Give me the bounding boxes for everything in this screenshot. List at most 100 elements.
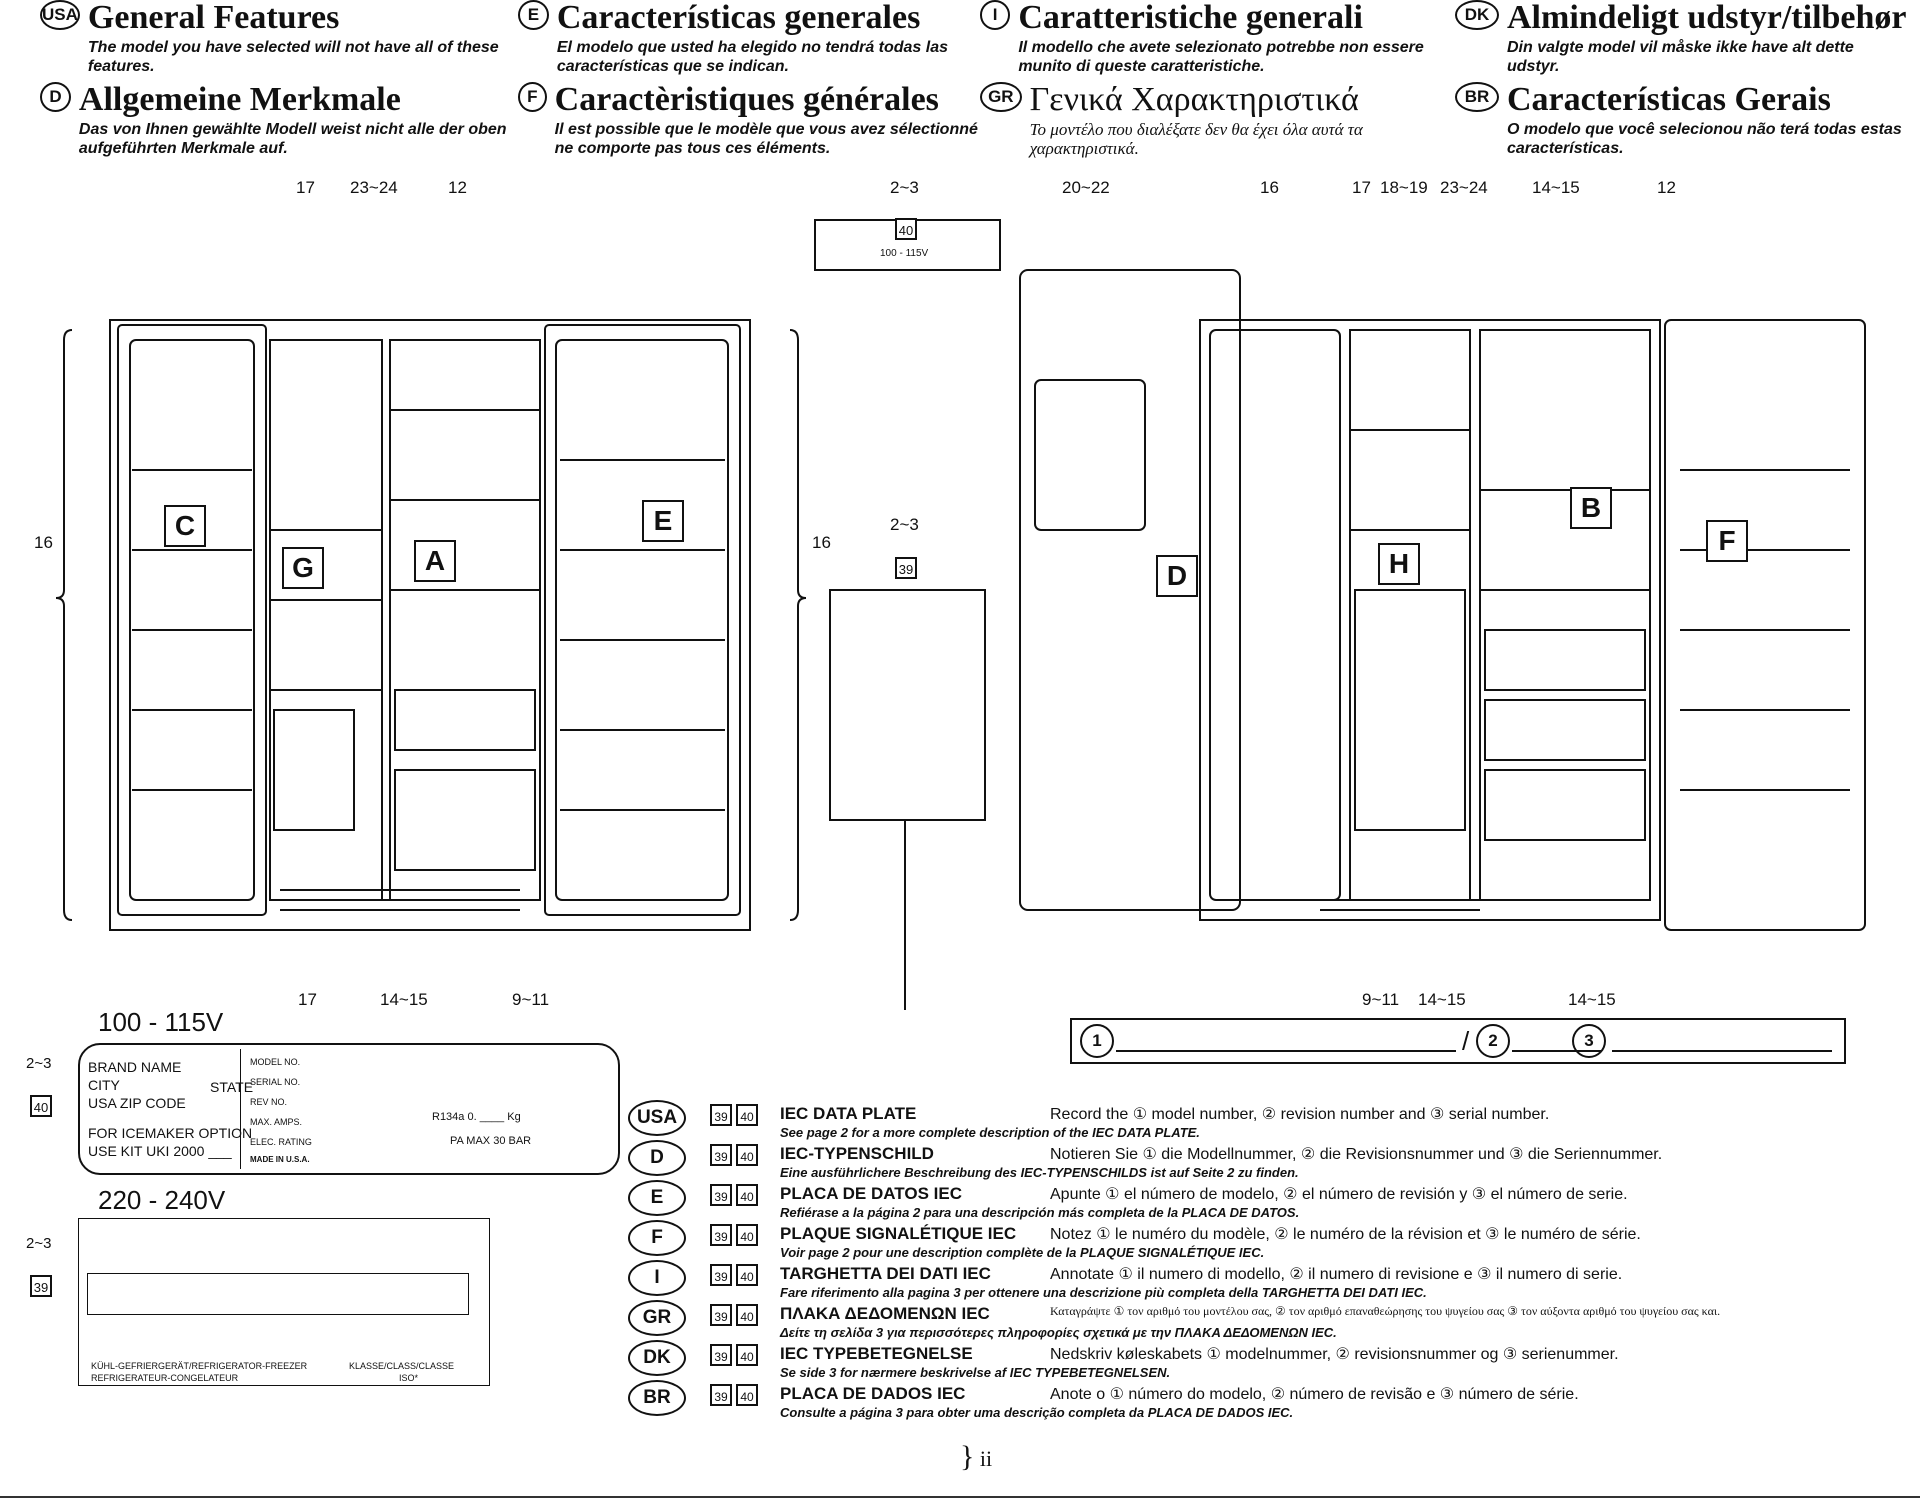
bottom-rule — [0, 1496, 1920, 1498]
group-label: 12 — [1657, 178, 1676, 197]
section-b: B — [1570, 487, 1612, 529]
section-e: E — [642, 500, 684, 542]
small-plate-voltage: 100 - 115V — [880, 248, 929, 259]
title-br: Características Gerais — [1507, 81, 1831, 118]
group-label: 14~15 — [380, 990, 428, 1009]
badge-usa: USA — [40, 0, 80, 30]
lang-instruction: Notieren Sie ① die Modellnummer, ② die R… — [1050, 1146, 1663, 1163]
fresh-food-interior — [389, 339, 541, 901]
lang-title: PLACA DE DATOS IEC — [780, 1184, 962, 1203]
header-i: I Caratteristiche generali Il modello ch… — [980, 0, 1450, 76]
record-separator: / — [1462, 1026, 1470, 1056]
lang-badge: USA — [628, 1100, 686, 1136]
page-number: } ii — [960, 1440, 993, 1473]
box-39: 39 — [710, 1384, 732, 1406]
lang-badge: E — [628, 1180, 686, 1216]
section-h: H — [1378, 543, 1420, 585]
box-39: 39 — [710, 1144, 732, 1166]
badge-dk: DK — [1455, 0, 1499, 30]
box-40-top: 40 — [895, 218, 917, 240]
group-label: 20~22 — [1062, 178, 1110, 197]
plate-220-group: 2~3 — [26, 1235, 52, 1252]
section-a: A — [414, 540, 456, 582]
title-gr: Γενικά Χαρακτηριστικά — [1029, 81, 1359, 118]
badge-d: D — [40, 82, 71, 112]
header-d: D Allgemeine Merkmale Das von Ihnen gewä… — [40, 82, 510, 158]
lang-row-e: E 39 40 PLACA DE DATOS IEC Apunte ① el n… — [628, 1180, 1918, 1220]
data-plate-220-240v: KÜHL-GEFRIERGERÄT/REFRIGERATOR-FREEZER R… — [78, 1218, 490, 1386]
rev-no-label: REV NO. — [250, 1097, 288, 1107]
max-amps-label: MAX. AMPS. — [250, 1117, 303, 1127]
lang-badge: BR — [628, 1380, 686, 1416]
group-label: 17 — [296, 178, 315, 197]
subtitle-dk: Din valgte model vil måske ikke have alt… — [1507, 39, 1854, 75]
lang-ref: Refiérase a la página 2 para una descrip… — [780, 1205, 1300, 1220]
title-f: Caractèristiques générales — [554, 81, 939, 118]
group-label: 14~15 — [1532, 178, 1580, 197]
model-no-label: MODEL NO. — [250, 1057, 301, 1067]
lang-ref: Eine ausführlichere Beschreibung des IEC… — [780, 1165, 1299, 1180]
subtitle-br: O modelo que você selecionou não terá to… — [1507, 121, 1902, 157]
lang-row-usa: USA 39 40 IEC DATA PLATE Record the ① mo… — [628, 1100, 1918, 1140]
lang-instruction: Annotate ① il numero di modello, ② il nu… — [1050, 1266, 1623, 1283]
section-f: F — [1706, 520, 1748, 562]
dispenser-area — [1034, 379, 1146, 531]
title-dk: Almindeligt udstyr/tilbehør — [1507, 0, 1907, 36]
header-f: F Caractèristiques générales Il est poss… — [518, 82, 988, 158]
lang-title: IEC DATA PLATE — [780, 1104, 917, 1123]
left-fridge-cabinet — [109, 319, 751, 931]
subtitle-usa: The model you have selected will not hav… — [87, 39, 499, 75]
header-dk: DK Almindeligt udstyr/tilbehør Din valgt… — [1455, 0, 1920, 76]
section-d: D — [1156, 555, 1198, 597]
side-label-left: 16 — [34, 533, 53, 552]
state: STATE — [210, 1079, 254, 1095]
box-40: 40 — [736, 1304, 758, 1326]
serial-no-label: SERIAL NO. — [250, 1077, 301, 1087]
lang-badge: GR — [628, 1300, 686, 1336]
box-39: 39 — [710, 1184, 732, 1206]
header-br: BR Características Gerais O modelo que v… — [1455, 82, 1920, 158]
lang-row-f: F 39 40 PLAQUE SIGNALÉTIQUE IEC Notez ① … — [628, 1220, 1918, 1260]
lang-badge: D — [628, 1140, 686, 1176]
subtitle-f: Il est possible que le modèle que vous a… — [554, 121, 978, 157]
circle-1: 1 — [1080, 1024, 1114, 1058]
badge-br: BR — [1455, 82, 1499, 112]
center-data-plate — [829, 589, 986, 821]
plate-220-line1: KÜHL-GEFRIERGERÄT/REFRIGERATOR-FREEZER — [91, 1361, 308, 1371]
group-label: 23~24 — [350, 178, 398, 197]
header-gr: GR Γενικά Χαρακτηριστικά Το μοντέλο που … — [980, 82, 1450, 158]
side-label-mid: 16 — [812, 533, 831, 552]
badge-gr: GR — [980, 82, 1022, 112]
lang-instruction: Nedskriv køleskabets ① modelnummer, ② re… — [1050, 1346, 1619, 1363]
left-fridge-right-door — [544, 324, 741, 916]
box-39: 39 — [710, 1264, 732, 1286]
group-label: 14~15 — [1418, 990, 1466, 1009]
box-40: 40 — [736, 1104, 758, 1126]
plate-100-group: 2~3 — [26, 1055, 52, 1072]
icemaker-option: FOR ICEMAKER OPTION — [88, 1125, 253, 1141]
lang-instruction: Apunte ① el número de modelo, ② el númer… — [1050, 1186, 1628, 1203]
title-usa: General Features — [87, 0, 340, 36]
lang-instruction: Notez ① le numéro du modèle, ② le numéro… — [1050, 1226, 1641, 1243]
data-plate-100-115v: BRAND NAME CITY STATE USA ZIP CODE FOR I… — [78, 1043, 620, 1175]
lang-title: ΠΛΑΚΑ ΔΕΔΟΜΕΝΩΝ IEC — [780, 1304, 990, 1323]
circle-2: 2 — [1476, 1024, 1510, 1058]
elec-rating-label: ELEC. RATING — [250, 1137, 312, 1147]
plate-220-box: 39 — [30, 1275, 52, 1297]
lang-instruction: Record the ① model number, ② revision nu… — [1050, 1106, 1550, 1123]
lang-badge: F — [628, 1220, 686, 1256]
section-c: C — [164, 505, 206, 547]
refrigerator-diagram — [55, 219, 1866, 1010]
subtitle-gr: Το μοντέλο που διαλέξατε δεν θα έχει όλα… — [1029, 120, 1363, 158]
lang-title: PLACA DE DADOS IEC — [780, 1384, 966, 1403]
group-label: 14~15 — [1568, 990, 1616, 1009]
lang-row-dk: DK 39 40 IEC TYPEBETEGNELSE Nedskriv køl… — [628, 1340, 1918, 1380]
box-39: 39 — [710, 1344, 732, 1366]
lang-row-gr: GR 39 40 ΠΛΑΚΑ ΔΕΔΟΜΕΝΩΝ IEC Καταγράψτε … — [628, 1300, 1918, 1340]
box-39: 39 — [710, 1224, 732, 1246]
group-label: 16 — [1260, 178, 1279, 197]
badge-f: F — [518, 82, 547, 112]
lang-ref: Se side 3 for nærmere beskrivelse af IEC… — [780, 1365, 1171, 1380]
lang-row-i: I 39 40 TARGHETTA DEI DATI IEC Annotate … — [628, 1260, 1918, 1300]
lang-instruction: Anote o ① número do modelo, ② número de … — [1050, 1386, 1579, 1403]
